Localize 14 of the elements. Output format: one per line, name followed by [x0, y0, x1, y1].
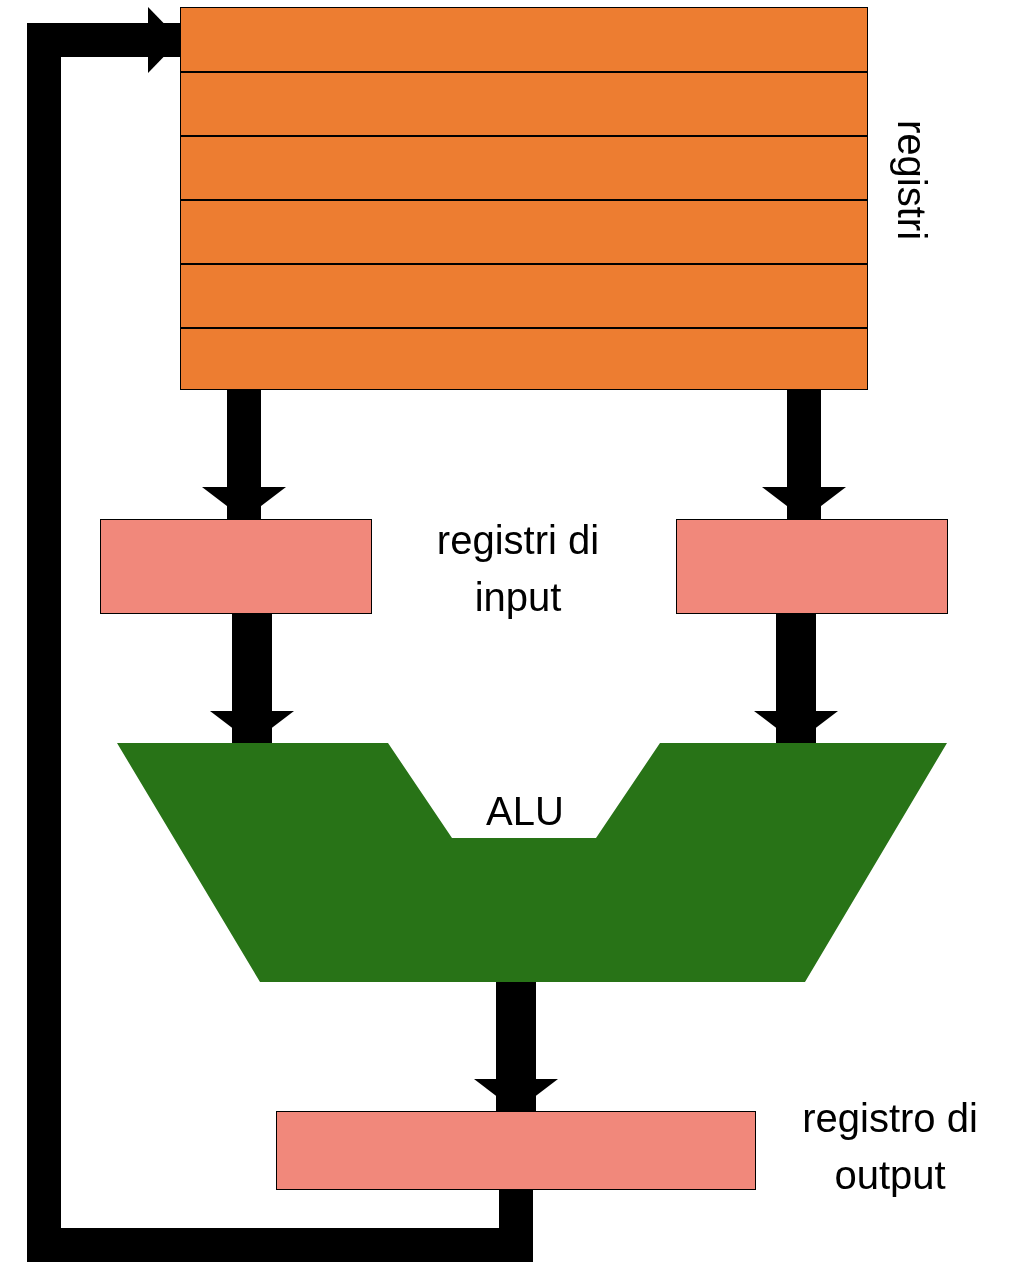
arrow	[202, 390, 286, 519]
arrow	[762, 390, 846, 519]
arrow	[474, 982, 558, 1111]
arrow	[27, 7, 533, 1262]
input-register	[100, 519, 372, 614]
register-file	[180, 7, 868, 390]
output-register	[276, 1111, 756, 1190]
input-register	[676, 519, 948, 614]
register-caption: registri di input	[435, 517, 601, 621]
arrow	[754, 614, 838, 743]
register-caption: registro di output	[801, 1095, 979, 1199]
arrow	[210, 614, 294, 743]
alu-label: ALU	[485, 788, 565, 835]
register-caption: registri	[889, 120, 935, 241]
